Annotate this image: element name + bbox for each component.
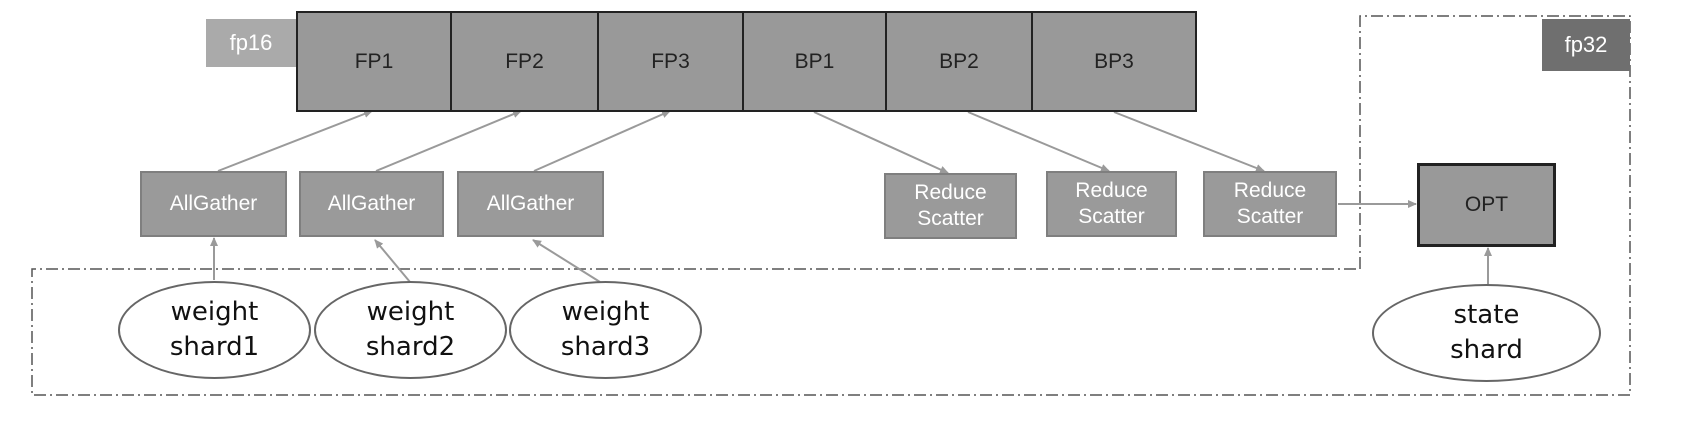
arrow-allgather1-fp1 <box>217 110 373 172</box>
weight-shard-3: weight shard3 <box>509 281 702 379</box>
arrow-bp3-reducescatter3 <box>1113 111 1265 172</box>
weight-shard-1-line1: weight <box>170 296 259 327</box>
weight-shard-2: weight shard2 <box>314 281 507 379</box>
state-shard-line2: shard <box>1450 335 1523 365</box>
fp32-region-border <box>31 15 1631 396</box>
arrow-allgather3-fp3 <box>533 110 671 172</box>
arrow-bp1-reducescatter1 <box>813 111 949 174</box>
reduce-scatter-2-line1: Reduce <box>1075 178 1148 202</box>
arrow-allgather2-fp2 <box>375 110 522 172</box>
reduce-scatter-1-line1: Reduce <box>914 180 987 204</box>
state-shard: state shard <box>1372 284 1601 382</box>
reduce-scatter-2-line2: Scatter <box>1078 205 1145 228</box>
allgather-box-2: AllGather <box>299 171 444 237</box>
reduce-scatter-3-line1: Reduce <box>1233 178 1307 202</box>
optimizer-box: OPT <box>1417 163 1556 247</box>
weight-shard-2-line2: shard2 <box>365 332 456 362</box>
reduce-scatter-3-line2: Scatter <box>1236 205 1304 228</box>
stage-bp3: BP3 <box>1031 11 1197 112</box>
weight-shard-1-line2: shard1 <box>169 332 260 362</box>
arrow-shard3-allgather3 <box>532 239 601 283</box>
weight-shard-2-line1: weight <box>366 296 455 327</box>
fp16-tag: fp16 <box>206 19 296 67</box>
weight-shard-3-line2: shard3 <box>560 332 651 362</box>
state-shard-line1: state <box>1453 299 1520 330</box>
stage-fp3: FP3 <box>597 11 744 112</box>
stage-bp1: BP1 <box>742 11 887 112</box>
fp32-tag: fp32 <box>1542 19 1630 71</box>
allgather-box-3: AllGather <box>457 171 604 237</box>
weight-shard-3-line1: weight <box>561 296 650 327</box>
stage-fp1: FP1 <box>296 11 452 112</box>
reduce-scatter-1-line2: Scatter <box>917 207 984 230</box>
arrow-shard2-allgather2 <box>374 239 411 283</box>
allgather-box-1: AllGather <box>140 171 287 237</box>
stage-bp2: BP2 <box>885 11 1033 112</box>
stage-fp2: FP2 <box>450 11 599 112</box>
arrow-bp2-reducescatter2 <box>967 111 1110 172</box>
weight-shard-1: weight shard1 <box>118 281 311 379</box>
